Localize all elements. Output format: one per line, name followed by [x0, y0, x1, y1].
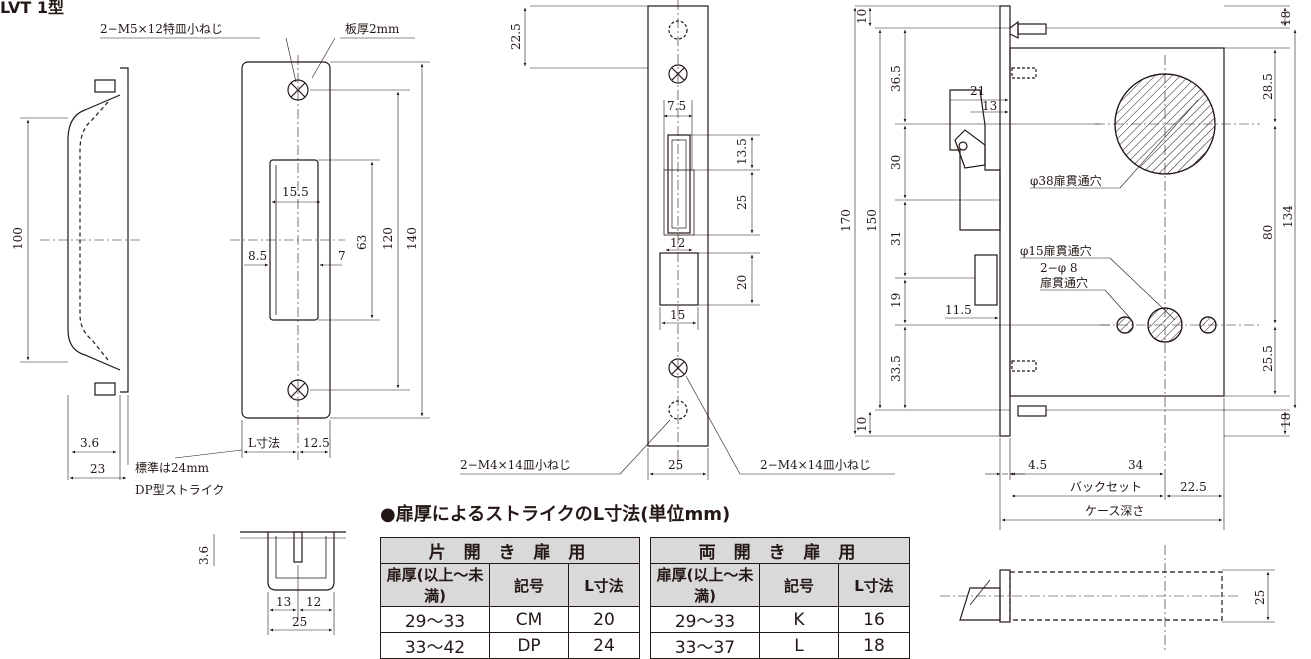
lock-bottom-view: [940, 545, 1240, 653]
label-standard-note: 標準は24mm: [135, 460, 210, 475]
dim-140: 140: [405, 227, 419, 250]
double-door-table: 両 開 き 扉 用 扉厚(以上〜未満) 記号 L寸法 29〜33 K 16 33…: [650, 537, 910, 659]
label-hole-8: 2−φ 8: [1040, 261, 1078, 275]
dim-36-5: 36.5: [889, 65, 903, 92]
label-backset: バックセット: [1070, 480, 1142, 494]
dim-7-5: 7.5: [667, 99, 686, 113]
dim-25-bolt: 25: [735, 195, 749, 210]
col-l-size: L寸法: [838, 563, 910, 607]
table-row: 33〜42 DP 24: [380, 632, 640, 659]
cell-code: CM: [489, 606, 569, 633]
dim-7: 7: [338, 249, 346, 263]
dim-18-top: 18: [1279, 11, 1293, 26]
cell-code: L: [759, 632, 839, 659]
strike-bottom-view: [240, 531, 346, 591]
cell-l-size: 16: [838, 606, 910, 633]
label-hole-15: φ15扉貫通穴: [1020, 243, 1092, 258]
single-door-table: 片 開 き 扉 用 扉厚(以上〜未満) 記号 L寸法 29〜33 CM 20 3…: [380, 537, 640, 659]
label-plate-thickness: 板厚2mm: [345, 22, 400, 36]
cell-l-size: 20: [568, 606, 640, 633]
dim-3-6-bottom: 3.6: [197, 546, 211, 565]
dim-8-5: 8.5: [248, 249, 267, 263]
label-l-size: L寸法: [248, 436, 280, 450]
page-title: LVT 1型: [0, 0, 64, 17]
dim-22-5-right: 22.5: [1180, 480, 1207, 494]
table-row: 29〜33 CM 20: [380, 606, 640, 633]
cell-code: K: [759, 606, 839, 633]
dim-18-bottom: 18: [1279, 413, 1293, 428]
dim-15: 15: [670, 308, 685, 322]
dim-23: 23: [90, 462, 105, 476]
label-hole-38: φ38扉貫通穴: [1030, 173, 1102, 188]
cell-thickness: 29〜33: [380, 606, 490, 633]
label-case-depth: ケース深さ: [1085, 504, 1144, 518]
dim-134: 134: [1281, 205, 1295, 228]
dim-31: 31: [889, 231, 903, 246]
strike-front-view: [230, 55, 345, 460]
dim-22-5: 22.5: [509, 23, 523, 50]
dim-100: 100: [11, 227, 25, 250]
double-door-title: 両 開 き 扉 用: [650, 537, 910, 564]
dim-21: 21: [970, 84, 985, 98]
dim-120: 120: [381, 227, 395, 250]
faceplate-front-view: [647, 0, 709, 470]
dim-63: 63: [355, 235, 369, 250]
cell-l-size: 18: [838, 632, 910, 659]
col-code: 記号: [759, 563, 839, 607]
dim-33-5: 33.5: [889, 355, 903, 382]
label-screw-m5: 2−M5×12特皿小ねじ: [100, 21, 223, 36]
dim-25-face: 25: [668, 458, 683, 472]
dim-4-5: 4.5: [1028, 458, 1047, 472]
dim-150: 150: [865, 209, 879, 232]
dim-13-bottom: 13: [276, 595, 291, 609]
col-l-size: L寸法: [568, 563, 640, 607]
dim-11-5: 11.5: [945, 303, 972, 317]
table-heading: ●扉厚によるストライクのL寸法(単位mm): [380, 504, 731, 525]
dim-25-bottom: 25: [292, 615, 307, 629]
table-row: 33〜37 L 18: [650, 632, 910, 659]
dim-25-5: 25.5: [1261, 345, 1275, 372]
dim-10-top: 10: [855, 9, 869, 24]
dim-15-5: 15.5: [282, 185, 309, 199]
dim-20: 20: [735, 275, 749, 290]
dim-13-5: 13.5: [735, 138, 749, 165]
dim-3-6: 3.6: [80, 436, 99, 450]
label-screw-m4-right: 2−M4×14皿小ねじ: [760, 458, 871, 472]
dim-19: 19: [889, 293, 903, 308]
dim-12: 12: [670, 236, 685, 250]
dim-34: 34: [1128, 458, 1144, 472]
single-door-title: 片 開 き 扉 用: [380, 537, 640, 564]
col-thickness: 扉厚(以上〜未満): [650, 563, 760, 607]
dim-12-5: 12.5: [303, 436, 330, 450]
dim-25-lock-bottom: 25: [1253, 590, 1267, 605]
dim-13: 13: [982, 99, 997, 113]
label-hole-8-through: 扉貫通穴: [1040, 275, 1088, 290]
cell-thickness: 33〜37: [650, 632, 760, 659]
col-code: 記号: [489, 563, 569, 607]
dim-12-bottom: 12: [306, 595, 321, 609]
dim-10-bottom: 10: [855, 417, 869, 432]
dim-170: 170: [839, 209, 853, 232]
col-thickness: 扉厚(以上〜未満): [380, 563, 490, 607]
label-screw-m4-left: 2−M4×14皿小ねじ: [460, 458, 571, 472]
cell-l-size: 24: [568, 632, 640, 659]
label-dp-strike: DP型ストライク: [135, 483, 224, 497]
cell-thickness: 33〜42: [380, 632, 490, 659]
dim-28-5: 28.5: [1261, 73, 1275, 100]
table-row: 29〜33 K 16: [650, 606, 910, 633]
dim-30: 30: [889, 155, 903, 170]
cell-code: DP: [489, 632, 569, 659]
strike-side-view: [40, 67, 140, 396]
dim-80: 80: [1261, 225, 1275, 240]
cell-thickness: 29〜33: [650, 606, 760, 633]
lock-body-view: [949, 5, 1260, 470]
